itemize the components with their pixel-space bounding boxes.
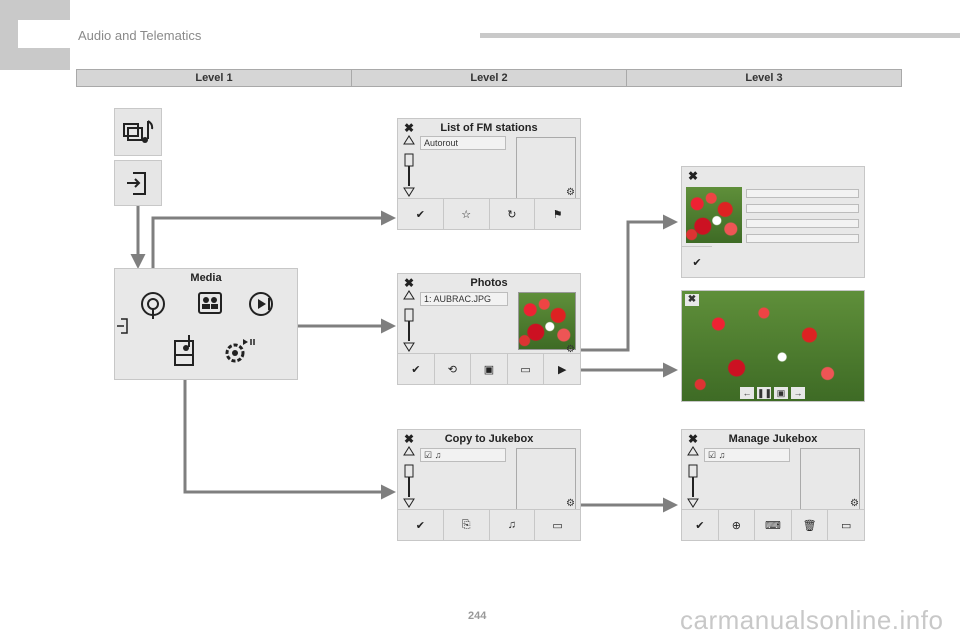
page-header-title: Audio and Telematics (78, 28, 202, 43)
list-line-4[interactable] (746, 234, 859, 243)
copy-title: Copy to Jukebox (444, 433, 534, 445)
music-copy-icon[interactable]: ♫ (490, 510, 536, 540)
photo-list-panel: ✖ ✔ (681, 166, 865, 278)
check-icon[interactable]: ✔ (398, 510, 444, 540)
copy-toolbar: ✔ ⎘ ♫ ▭ (398, 509, 580, 540)
close-icon[interactable]: ✖ (404, 121, 415, 135)
input-source-button[interactable] (114, 160, 162, 206)
input-icon (127, 172, 146, 195)
page-number: 244 (468, 610, 487, 622)
rotate-icon[interactable]: ⟲ (435, 354, 472, 384)
arrow-to-photo-list (568, 214, 678, 352)
scrollbar[interactable] (401, 445, 417, 509)
jukebox-icon[interactable] (174, 335, 194, 366)
options-icon[interactable]: ▭ (552, 519, 563, 532)
rename-icon[interactable]: ⌨ (755, 510, 792, 540)
photos-toolbar: ✔ ⟲ ▣ ▭ ▶ (398, 353, 580, 384)
close-icon[interactable]: ✖ (688, 169, 699, 183)
check-icon[interactable]: ✔ (682, 510, 719, 540)
next-icon[interactable]: → (791, 387, 805, 399)
list-settings-icon[interactable]: ⚙ (566, 187, 575, 198)
play-icon[interactable]: ▶ (557, 363, 567, 376)
add-folder-icon[interactable]: ⊕ (719, 510, 756, 540)
level-2-label: Level 2 (352, 70, 627, 86)
station-field[interactable]: Autorout (420, 136, 506, 150)
list-settings-icon[interactable]: ⚙ (566, 498, 575, 509)
favorite-icon[interactable]: ☆ (444, 199, 490, 229)
scrollbar[interactable] (685, 445, 701, 509)
check-icon[interactable]: ✔ (398, 354, 435, 384)
manage-toolbar: ✔ ⊕ ⌨ 🗑 ▭ (682, 509, 864, 540)
list-settings-icon[interactable]: ⚙ (850, 498, 859, 509)
slideshow-panel: ✖ ← ❚❚ ▣ → (681, 290, 865, 402)
music-source-icon (123, 120, 154, 143)
list-line-3[interactable] (746, 219, 859, 228)
copy-icon[interactable]: ⎘ (444, 510, 490, 540)
photo-thumbnail (518, 292, 576, 350)
close-icon[interactable]: ✖ (404, 276, 415, 290)
copy-field[interactable]: ☑ ♫ (420, 448, 506, 462)
preview-frame (516, 137, 576, 199)
scrollbar[interactable] (401, 134, 417, 198)
options-icon[interactable]: ▭ (508, 354, 545, 384)
manage-field[interactable]: ☑ ♫ (704, 448, 790, 462)
fm-title: List of FM stations (440, 122, 538, 134)
page-tab-notch (18, 20, 70, 48)
pause-icon[interactable]: ❚❚ (757, 387, 773, 399)
levels-bar: Level 1 Level 2 Level 3 (76, 69, 902, 87)
options-icon[interactable]: ▭ (840, 519, 852, 532)
video-play-icon[interactable] (249, 292, 273, 316)
scrollbar[interactable] (401, 289, 417, 353)
manage-title: Manage Jukebox (728, 433, 818, 445)
close-icon[interactable]: ✖ (404, 432, 415, 446)
settings-icon[interactable] (225, 339, 255, 363)
refresh-icon[interactable]: ↻ (490, 199, 536, 229)
close-icon[interactable]: ✖ (685, 294, 699, 306)
watermark: carmanualsonline.info (680, 605, 944, 635)
slideshow-icon[interactable]: ▣ (774, 387, 788, 399)
photo-list-thumbnail (686, 187, 742, 243)
media-panel: Media (114, 268, 298, 380)
list-settings-icon[interactable]: ⚙ (566, 344, 575, 355)
input-icon[interactable] (117, 318, 128, 334)
radio-icon[interactable] (141, 292, 165, 319)
slideshow-controls: ← ❚❚ ▣ → (740, 387, 805, 399)
arrow-to-copy (183, 365, 396, 500)
list-line-2[interactable] (746, 204, 859, 213)
check-icon[interactable]: ✔ (692, 256, 702, 269)
copy-jukebox-panel: ✖ Copy to Jukebox ☑ ♫ ⚙ ✔ ⎘ ♫ ▭ (397, 429, 581, 541)
close-icon[interactable]: ✖ (688, 432, 699, 446)
photos-panel: ✖ Photos 1: AUBRAC.JPG ⚙ ✔ ⟲ ▣ ▭ ▶ (397, 273, 581, 385)
list-line-1[interactable] (746, 189, 859, 198)
manage-jukebox-panel: ✖ Manage Jukebox ☑ ♫ ⚙ ✔ ⊕ ⌨ 🗑 ▭ (681, 429, 865, 541)
music-source-button[interactable] (114, 108, 162, 156)
photo-icon[interactable] (198, 292, 222, 314)
check-icon[interactable]: ✔ (398, 199, 444, 229)
config-icon[interactable]: ⚑ (552, 208, 563, 221)
fm-stations-panel: ✖ List of FM stations Autorout ⚙ ✔ ☆ ↻ ⚑ (397, 118, 581, 230)
photos-title: Photos (470, 277, 508, 289)
header-rule (480, 33, 960, 38)
delete-icon[interactable]: 🗑 (792, 510, 829, 540)
level-1-label: Level 1 (77, 70, 352, 86)
slideshow-icon[interactable]: ▣ (471, 354, 508, 384)
photo-list-toolbar: ✔ (682, 246, 712, 277)
photo-file-field[interactable]: 1: AUBRAC.JPG (420, 292, 508, 306)
preview-frame (516, 448, 576, 510)
prev-icon[interactable]: ← (740, 387, 754, 399)
media-title: Media (190, 272, 222, 284)
fm-toolbar: ✔ ☆ ↻ ⚑ (398, 198, 580, 229)
media-icons (117, 292, 273, 366)
level-3-label: Level 3 (745, 72, 783, 84)
